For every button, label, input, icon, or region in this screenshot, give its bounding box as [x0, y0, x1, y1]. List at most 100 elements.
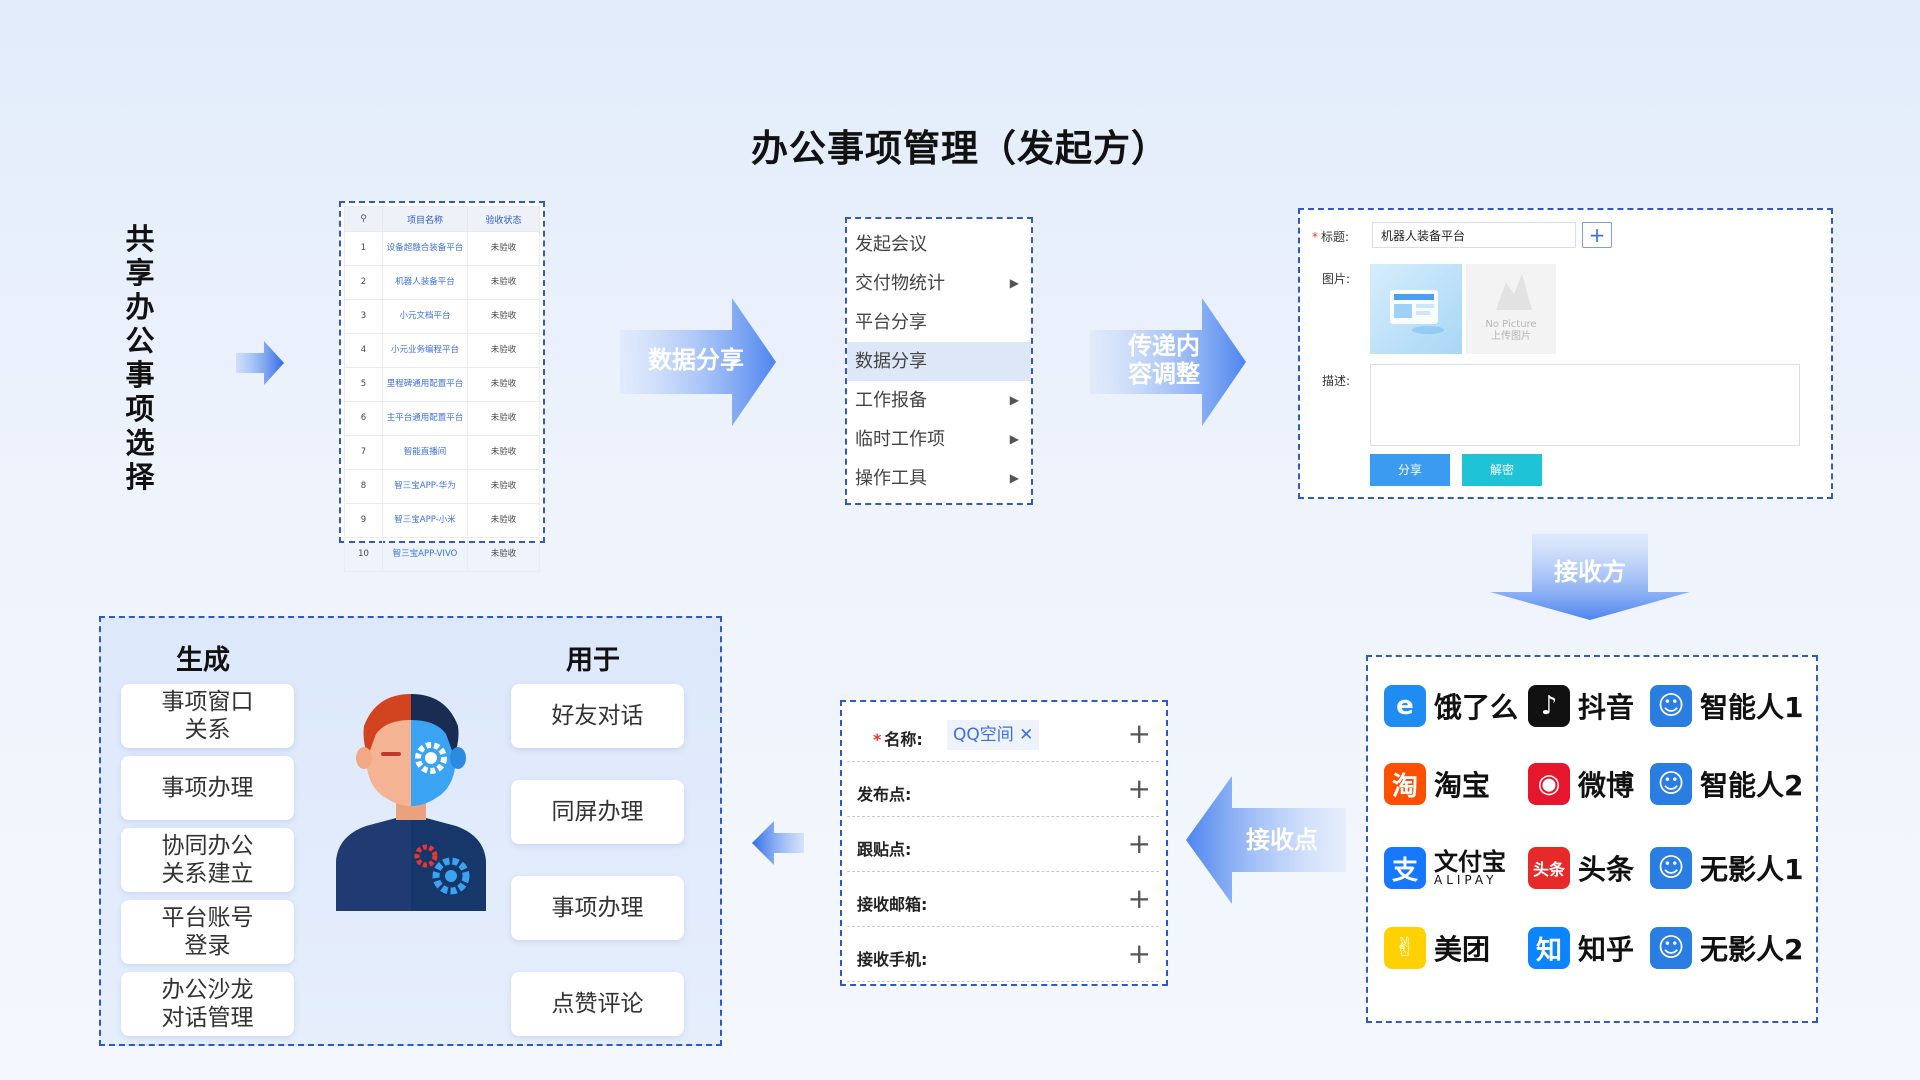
add-icon[interactable]: +	[1127, 882, 1151, 915]
data-share-arrow-icon	[620, 298, 776, 426]
row-number: 1	[344, 231, 383, 266]
qq-space-tag[interactable]: QQ空间 ✕	[947, 720, 1040, 750]
row-number: 4	[344, 333, 383, 368]
acceptance-status: 未验收	[467, 435, 540, 470]
platform-item[interactable]: ◉微博	[1528, 759, 1634, 809]
platform-item[interactable]: 头条头条	[1528, 843, 1634, 893]
platform-logo-icon: ✌	[1384, 927, 1426, 969]
generated-item[interactable]: 协同办公关系建立	[121, 828, 294, 892]
platform-item[interactable]: 淘淘宝	[1384, 759, 1490, 809]
add-title-button[interactable]: +	[1582, 222, 1612, 248]
receive-field-row[interactable]: 跟贴点:+	[847, 818, 1159, 872]
platform-name: 饿了么	[1434, 691, 1519, 724]
platform-logo-icon: ♪	[1528, 685, 1570, 727]
description-textarea[interactable]	[1370, 364, 1800, 446]
upload-picture-text: 上传图片	[1491, 331, 1531, 342]
menu-item[interactable]: 工作报备▶	[847, 381, 1031, 420]
receive-field-row[interactable]: 接收邮箱:+	[847, 873, 1159, 927]
project-name[interactable]: 机器人装备平台	[382, 265, 468, 300]
platform-item[interactable]: ♪抖音	[1528, 681, 1634, 731]
project-name[interactable]: 智三宝APP-华为	[382, 469, 468, 504]
menu-item[interactable]: 平台分享	[847, 303, 1031, 342]
platform-item[interactable]: 知知乎	[1528, 923, 1634, 973]
row-number: 7	[344, 435, 383, 470]
menu-item-label: 操作工具	[855, 468, 927, 489]
receive-field-row[interactable]: *名称:QQ空间 ✕+	[847, 708, 1159, 762]
platform-item[interactable]: ✌美团	[1384, 923, 1490, 973]
title-input[interactable]: 机器人装备平台	[1372, 222, 1576, 248]
platform-name: 微博	[1578, 769, 1635, 802]
generated-item[interactable]: 办公沙龙对话管理	[121, 972, 294, 1036]
row-number: 2	[344, 265, 383, 300]
project-name[interactable]: 小元文档平台	[382, 299, 468, 334]
platform-name: 淘宝	[1434, 769, 1491, 802]
receiver-arrow-label: 接收方	[1554, 558, 1626, 586]
project-name[interactable]: 主平台通用配置平台	[382, 401, 468, 436]
generated-item[interactable]: 事项窗口关系	[121, 684, 294, 748]
menu-item[interactable]: 数据分享	[847, 342, 1031, 381]
decrypt-button[interactable]: 解密	[1462, 454, 1542, 486]
acceptance-status: 未验收	[467, 537, 540, 572]
usage-item[interactable]: 事项办理	[511, 876, 684, 940]
transfer-arrow-icon	[1090, 298, 1246, 426]
project-name[interactable]: 里程碑通用配置平台	[382, 367, 468, 402]
platform-item[interactable]: ☺无影人2	[1650, 923, 1803, 973]
upload-image-placeholder[interactable]: No Picture 上传图片	[1466, 264, 1556, 354]
menu-item-label: 数据分享	[855, 351, 927, 372]
row-number: 3	[344, 299, 383, 334]
usage-item[interactable]: 点赞评论	[511, 972, 684, 1036]
usage-item[interactable]: 同屏办理	[511, 780, 684, 844]
receiver-down-arrow-icon	[1490, 534, 1690, 620]
platform-name: 知乎	[1578, 933, 1635, 966]
platform-logo-icon: ☺	[1650, 847, 1692, 889]
row-number: 5	[344, 367, 383, 402]
project-name[interactable]: 智能直播间	[382, 435, 468, 470]
project-name[interactable]: 小元业务编程平台	[382, 333, 468, 368]
platform-item[interactable]: ☺无影人1	[1650, 843, 1803, 893]
platform-item[interactable]: ☺智能人2	[1650, 759, 1803, 809]
caret-right-icon: ▶	[1009, 471, 1019, 485]
share-button[interactable]: 分享	[1370, 454, 1450, 486]
project-name[interactable]: 智三宝APP-VIVO	[382, 537, 468, 572]
receive-field-row[interactable]: 接收手机:+	[847, 928, 1159, 982]
menu-item[interactable]: 临时工作项▶	[847, 420, 1031, 459]
menu-item[interactable]: 操作工具 ▶	[847, 459, 1031, 498]
generation-panel: 生成 用于 事项窗口关系事项办理协同办公关系建立平台账号登录办公沙龙对话管理 好…	[99, 616, 722, 1046]
generated-item[interactable]: 事项办理	[121, 756, 294, 820]
menu-item[interactable]: 交付物统计▶	[847, 264, 1031, 303]
row-number: 10	[344, 537, 383, 572]
menu-item[interactable]: 发起会议	[847, 225, 1031, 264]
menu-item-label: 发起会议	[855, 234, 927, 255]
project-name[interactable]: 设备超融合装备平台	[382, 231, 468, 266]
platform-name: 无影人2	[1700, 933, 1804, 966]
search-icon[interactable]: ⚲	[344, 206, 383, 232]
project-name[interactable]: 智三宝APP-小米	[382, 503, 468, 538]
receive-field-row[interactable]: 发布点:+	[847, 763, 1159, 817]
add-icon[interactable]: +	[1127, 717, 1151, 750]
acceptance-status: 未验收	[467, 265, 540, 300]
platform-item[interactable]: ☺智能人1	[1650, 681, 1803, 731]
platform-name: 智能人2	[1700, 769, 1804, 802]
generated-item[interactable]: 平台账号登录	[121, 900, 294, 964]
image-thumbnail[interactable]	[1370, 264, 1462, 354]
receive-point-arrow-label: 接收点	[1246, 826, 1318, 854]
add-icon[interactable]: +	[1127, 937, 1151, 970]
usage-item[interactable]: 好友对话	[511, 684, 684, 748]
add-icon[interactable]: +	[1127, 827, 1151, 860]
add-icon[interactable]: +	[1127, 772, 1151, 805]
platform-logo-icon: 头条	[1528, 847, 1570, 889]
